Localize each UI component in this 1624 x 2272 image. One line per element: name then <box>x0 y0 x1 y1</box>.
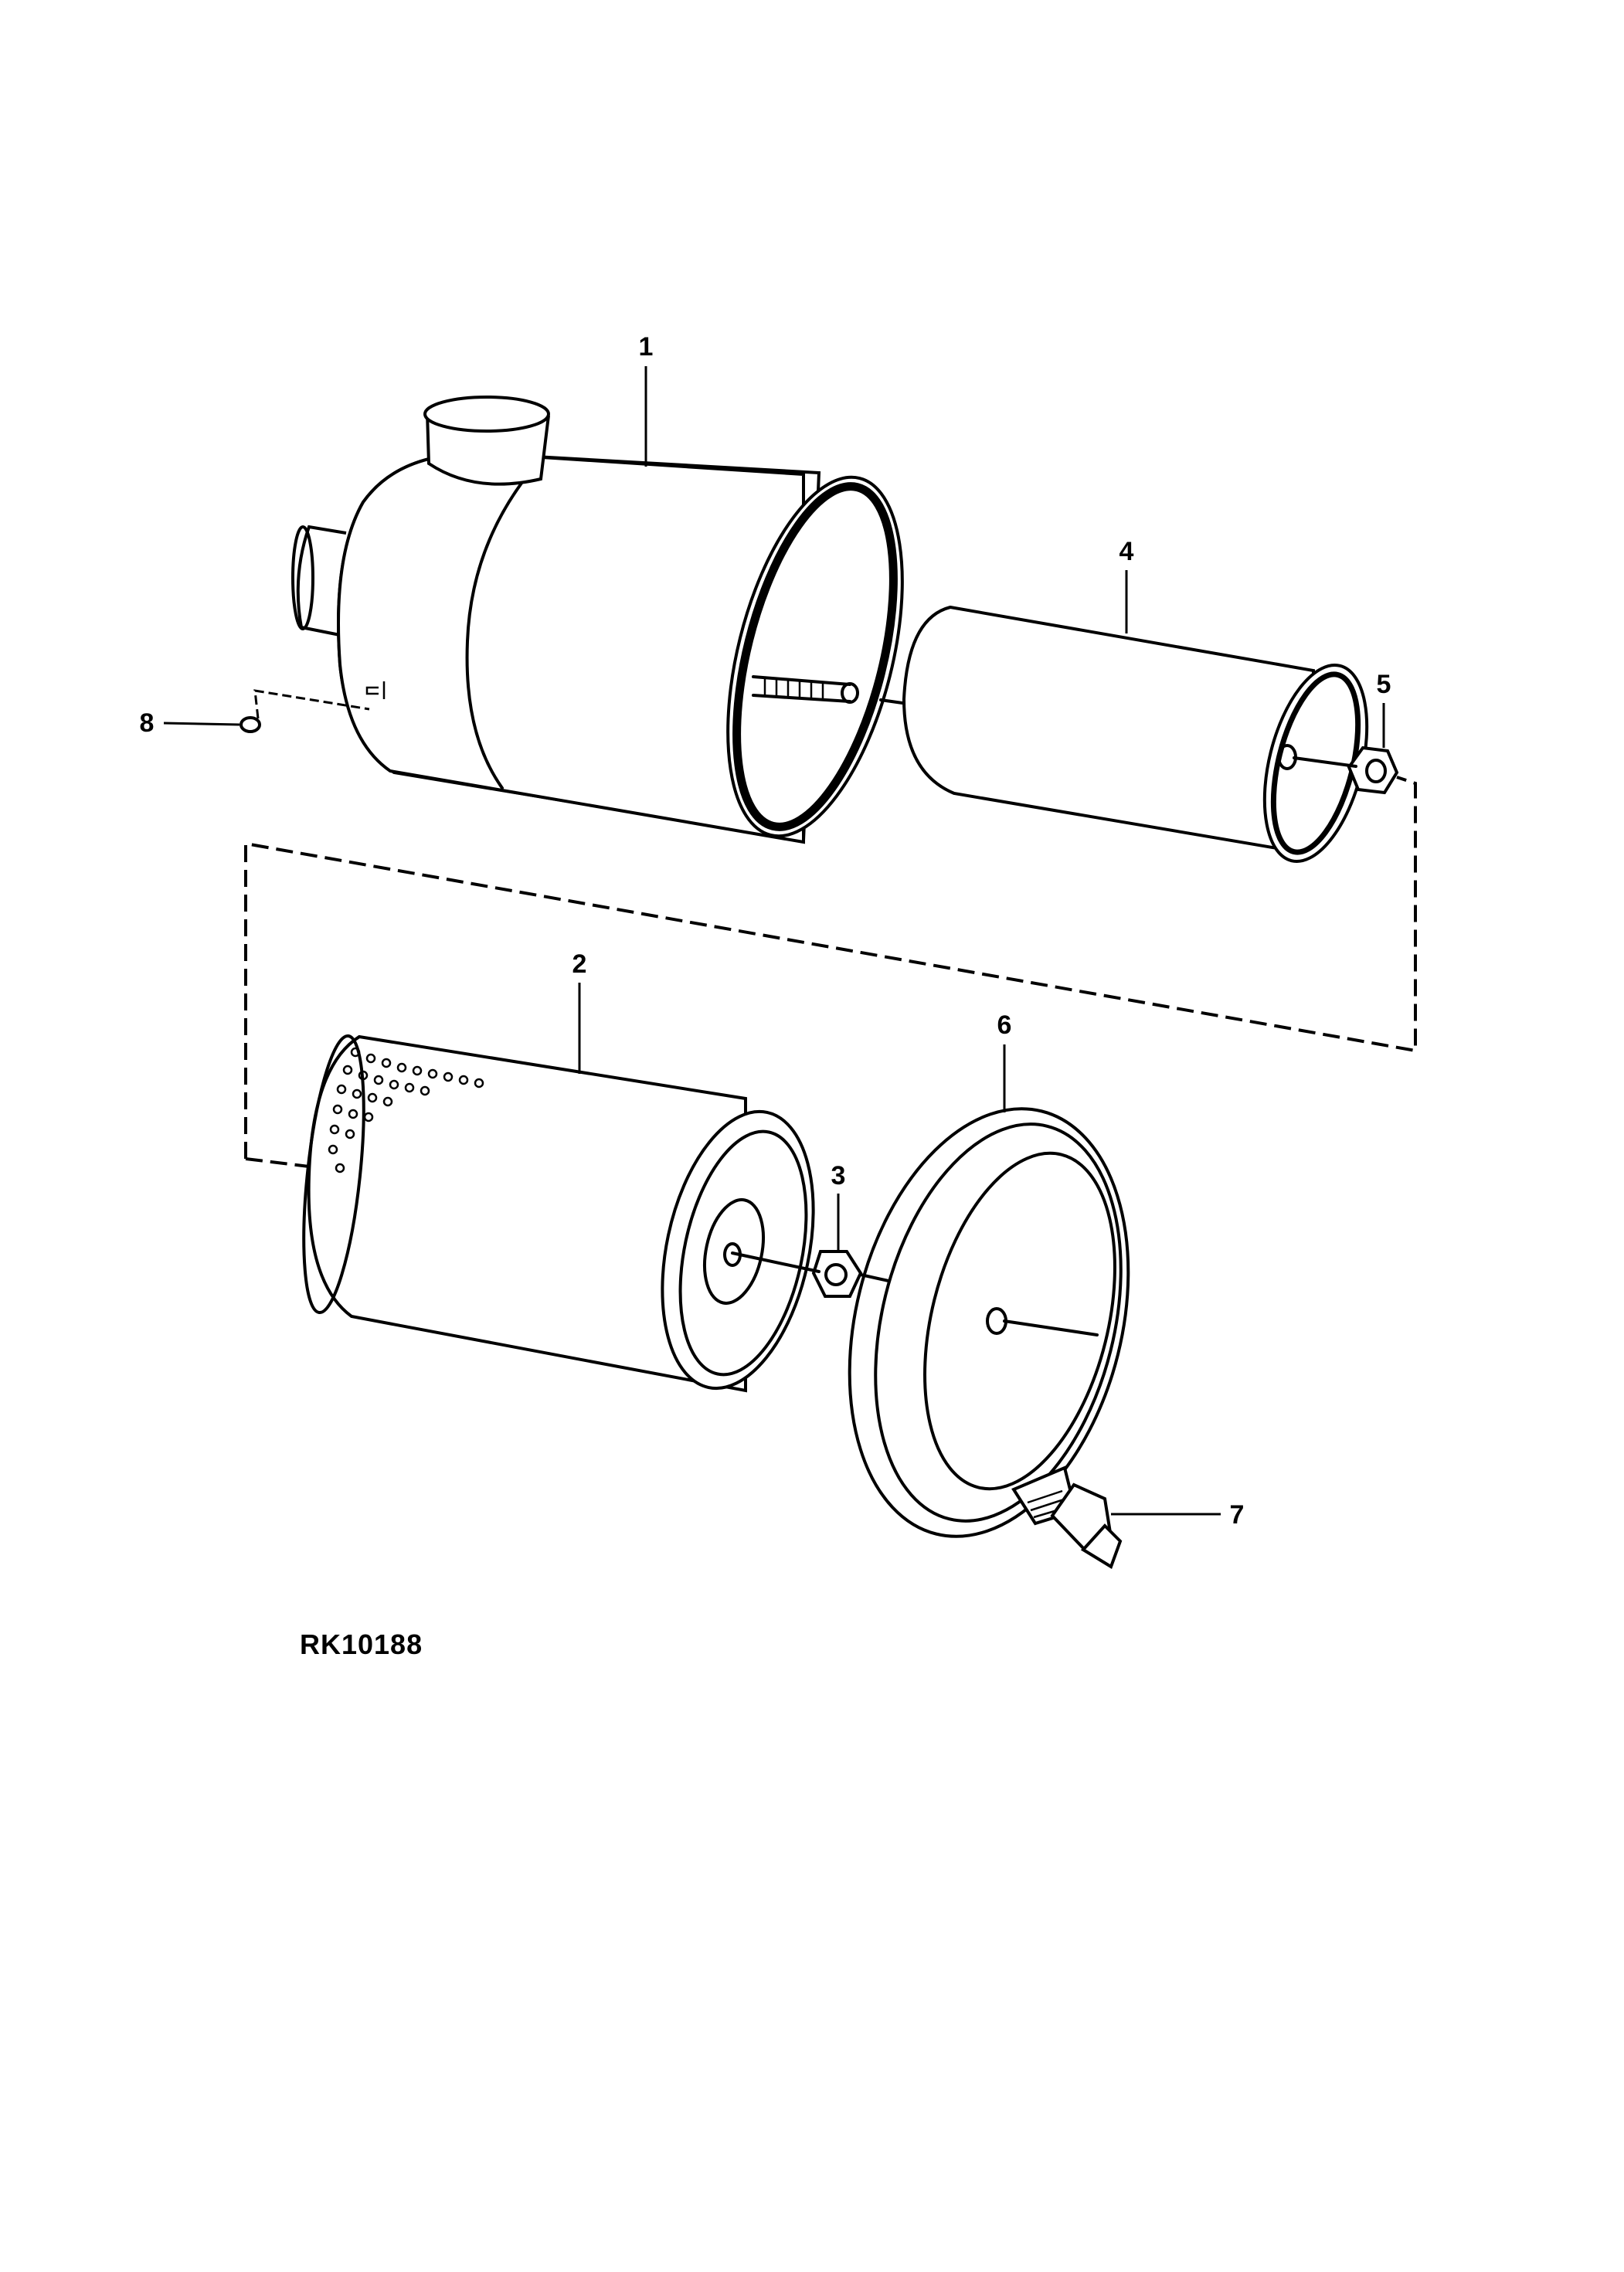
part-8-fitting <box>240 689 370 733</box>
figure-code: RK10188 <box>300 1628 423 1660</box>
part-4-safety-element <box>902 605 1369 863</box>
callout-8: 8 <box>139 708 155 738</box>
callout-4: 4 <box>1119 537 1134 566</box>
callout-5: 5 <box>1376 670 1391 699</box>
callout-6: 6 <box>997 1010 1012 1040</box>
callout-7: 7 <box>1229 1500 1245 1530</box>
part-2-primary-element <box>302 1034 815 1393</box>
assembly-lines <box>244 698 1417 1336</box>
part-5-nut <box>1347 745 1399 795</box>
part-7-dump-valve <box>1050 1482 1123 1569</box>
part-6-cover <box>848 1107 1130 1538</box>
part-3-nut <box>811 1250 863 1298</box>
callout-1: 1 <box>638 332 654 362</box>
callout-2: 2 <box>572 949 587 979</box>
part-1-housing <box>291 396 904 844</box>
callout-3: 3 <box>831 1161 846 1190</box>
leader-lines <box>163 366 1385 1516</box>
